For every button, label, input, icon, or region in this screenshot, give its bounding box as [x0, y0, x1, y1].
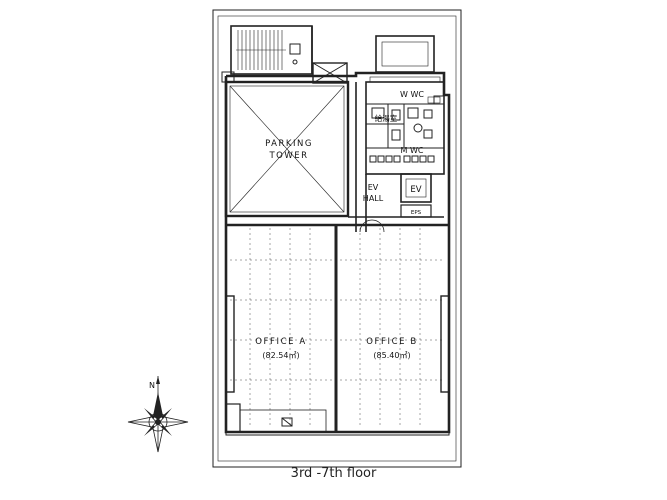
floor-caption: 3rd -7th floor [290, 466, 377, 481]
m-wc-label: M WC [401, 146, 424, 155]
office-b [335, 224, 450, 433]
site-boundary [212, 9, 462, 468]
parking-label-line1: PARKING [265, 139, 313, 149]
office-b-area: (85.40㎡) [373, 351, 410, 360]
office-a-label: OFFICE A [255, 337, 307, 347]
elevator-label: EV [410, 185, 421, 195]
office-a [225, 224, 337, 433]
eps-label: EPS [411, 210, 422, 216]
ev-hall-label-line1: EV [368, 183, 379, 192]
rooftop-box [375, 35, 435, 73]
compass-north-label: N [149, 381, 155, 390]
parking-tower [224, 80, 350, 218]
w-wc-label: W WC [400, 90, 424, 99]
office-b-label: OFFICE B [366, 337, 418, 347]
office-a-area: (82.54㎡) [262, 351, 299, 360]
elevator-shaft [400, 173, 432, 203]
compass-rose-icon [127, 376, 189, 453]
parking-label-line2: TOWER [268, 151, 308, 161]
ev-hall-label-line2: HALL [363, 194, 384, 203]
pantry-label: 給湯室 [375, 113, 398, 123]
